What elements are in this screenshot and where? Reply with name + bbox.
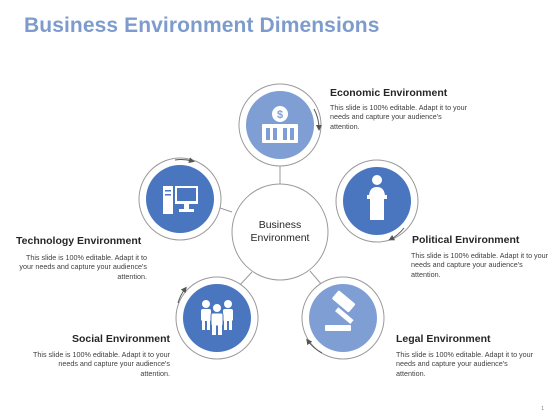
connector-legal: [309, 270, 323, 286]
economic-title: Economic Environment: [330, 87, 448, 99]
podium-speaker-icon: [367, 175, 387, 220]
gavel-icon: [325, 290, 356, 331]
center-circle: [231, 183, 329, 281]
technology-node: [138, 157, 222, 241]
legal-arrow: [306, 338, 323, 354]
social-node: [175, 276, 259, 360]
social-arrow: [177, 286, 187, 304]
economic-node: $: [238, 83, 322, 167]
people-group-icon: [201, 300, 233, 335]
slide-title: Business Environment Dimensions: [24, 14, 380, 37]
economic-arrow: [313, 108, 322, 131]
political-node: [335, 159, 419, 243]
computer-icon: [163, 186, 198, 214]
legal-disc: [309, 284, 377, 352]
economic-desc: This slide is 100% editable. Adapt it to…: [330, 103, 468, 131]
technology-arrow: [174, 157, 195, 164]
legal-desc: This slide is 100% editable. Adapt it to…: [396, 350, 534, 378]
political-title: Political Environment: [412, 234, 520, 246]
social-desc: This slide is 100% editable. Adapt it to…: [32, 350, 170, 378]
political-arrow: [388, 227, 405, 241]
money-building-icon: $: [262, 106, 298, 143]
social-title: Social Environment: [71, 333, 170, 345]
legal-node: [301, 276, 385, 360]
technology-title: Technology Environment: [16, 235, 142, 247]
political-desc: This slide is 100% editable. Adapt it to…: [411, 251, 549, 279]
svg-text:$: $: [277, 109, 283, 121]
page-number: 1: [541, 406, 544, 412]
technology-desc: This slide is 100% editable. Adapt it to…: [19, 253, 147, 281]
legal-title: Legal Environment: [396, 333, 491, 345]
center-label: Business Environment: [250, 219, 310, 244]
